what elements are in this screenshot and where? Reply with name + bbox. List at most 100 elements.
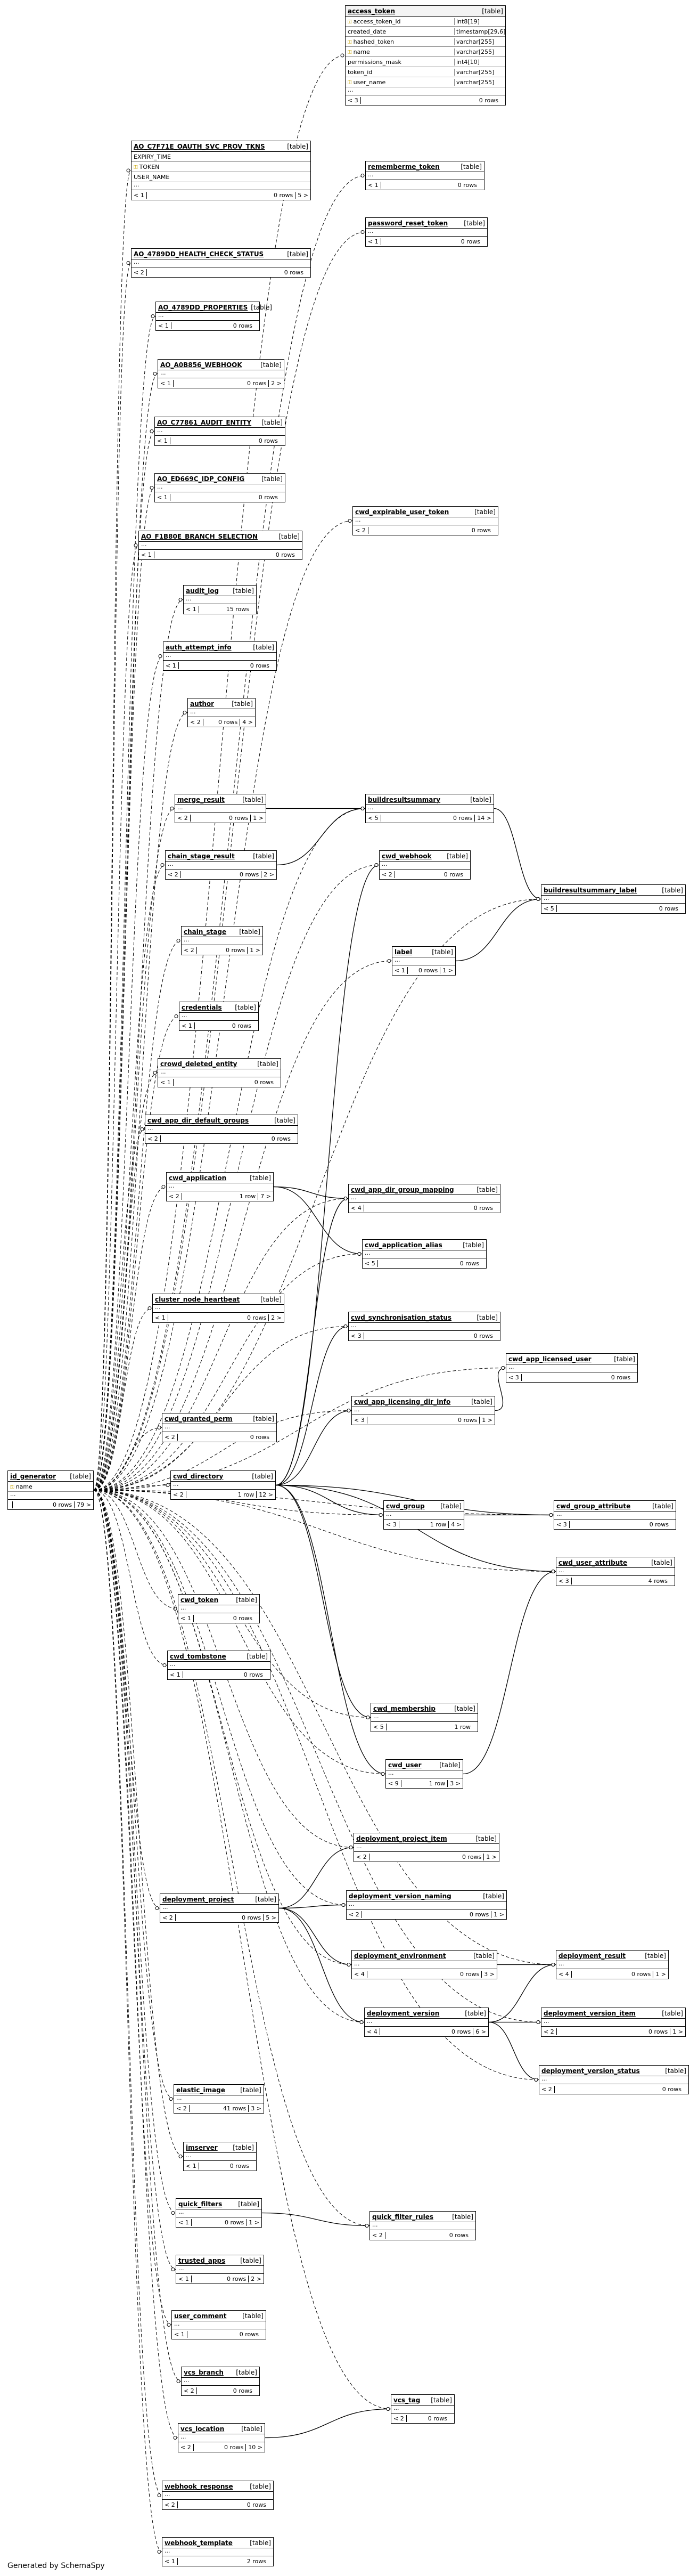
table-name[interactable]: chain_stage_result xyxy=(168,852,235,860)
table-name[interactable]: cwd_application_alias xyxy=(365,1241,442,1249)
table-name[interactable]: cwd_tombstone xyxy=(170,1652,226,1660)
table-oauth[interactable]: AO_C7F71E_OAUTH_SVC_PROV_TKNS[table]EXPI… xyxy=(131,141,311,200)
table-name[interactable]: cwd_token xyxy=(180,1596,219,1604)
table-name[interactable]: deployment_project_item xyxy=(356,1834,447,1842)
table-name[interactable]: elastic_image xyxy=(176,2086,225,2094)
table-name[interactable]: rememberme_token xyxy=(368,162,440,170)
table-name[interactable]: AO_F1B80E_BRANCH_SELECTION xyxy=(141,532,258,540)
table-name[interactable]: cluster_node_heartbeat xyxy=(155,1295,240,1303)
table-name[interactable]: cwd_app_licensed_user xyxy=(508,1355,592,1363)
table-name[interactable]: cwd_directory xyxy=(173,1472,224,1480)
table-name[interactable]: cwd_synchronisation_status xyxy=(351,1313,452,1321)
table-name[interactable]: quick_filters xyxy=(178,2200,223,2208)
table-name[interactable]: deployment_result xyxy=(558,1952,626,1960)
table-name[interactable]: cwd_app_licensing_dir_info xyxy=(354,1397,451,1405)
table-healthcheck[interactable]: AO_4789DD_HEALTH_CHECK_STATUS[table]...<… xyxy=(131,248,311,278)
table-name[interactable]: AO_C77861_AUDIT_ENTITY xyxy=(157,418,252,426)
table-name[interactable]: AO_4789DD_PROPERTIES xyxy=(158,303,248,311)
table-name[interactable]: vcs_branch xyxy=(184,2368,224,2376)
table-name[interactable]: cwd_app_dir_default_groups xyxy=(147,1116,249,1124)
table-name[interactable]: imserver xyxy=(186,2143,218,2151)
table-name[interactable]: cwd_application xyxy=(169,1174,227,1182)
table-name[interactable]: buildresultsummary xyxy=(368,795,441,803)
table-name[interactable]: deployment_version_status xyxy=(541,2067,640,2075)
table-name[interactable]: auth_attempt_info xyxy=(166,643,232,651)
table-name[interactable]: audit_log xyxy=(186,587,219,595)
table-name[interactable]: cwd_user_attribute xyxy=(558,1558,628,1566)
table-name[interactable]: vcs_location xyxy=(180,2425,225,2433)
table-name[interactable]: AO_C7F71E_OAUTH_SVC_PROV_TKNS xyxy=(134,142,265,150)
table-name[interactable]: deployment_version xyxy=(367,2009,440,2017)
table-name[interactable]: cwd_granted_perm xyxy=(165,1415,233,1423)
table-name[interactable]: label xyxy=(395,948,413,956)
table-name[interactable]: cwd_membership xyxy=(373,1704,436,1712)
table-name[interactable]: deployment_environment xyxy=(354,1952,446,1960)
table-name[interactable]: webhook_response xyxy=(165,2482,233,2490)
table-name[interactable]: credentials xyxy=(182,1003,222,1011)
table-name[interactable]: cwd_group xyxy=(386,1502,425,1510)
table-name[interactable]: crowd_deleted_entity xyxy=(160,1060,237,1068)
table-name[interactable]: buildresultsummary_label xyxy=(544,886,637,894)
table-name[interactable]: cwd_group_attribute xyxy=(556,1502,631,1510)
table-name[interactable]: password_reset_token xyxy=(368,219,448,227)
table-name[interactable]: webhook_template xyxy=(165,2539,233,2547)
table-name[interactable]: vcs_tag xyxy=(393,2396,421,2404)
table-name[interactable]: trusted_apps xyxy=(178,2256,226,2264)
table-name[interactable]: deployment_version_item xyxy=(544,2009,636,2017)
table-name[interactable]: chain_stage xyxy=(184,928,227,936)
table-name[interactable]: deployment_project xyxy=(162,1895,234,1903)
table-name[interactable]: id_generator xyxy=(10,1472,56,1480)
table-name[interactable]: quick_filter_rules xyxy=(372,2213,433,2221)
table-name[interactable]: author xyxy=(190,700,215,708)
table-name[interactable]: cwd_expirable_user_token xyxy=(355,508,449,516)
